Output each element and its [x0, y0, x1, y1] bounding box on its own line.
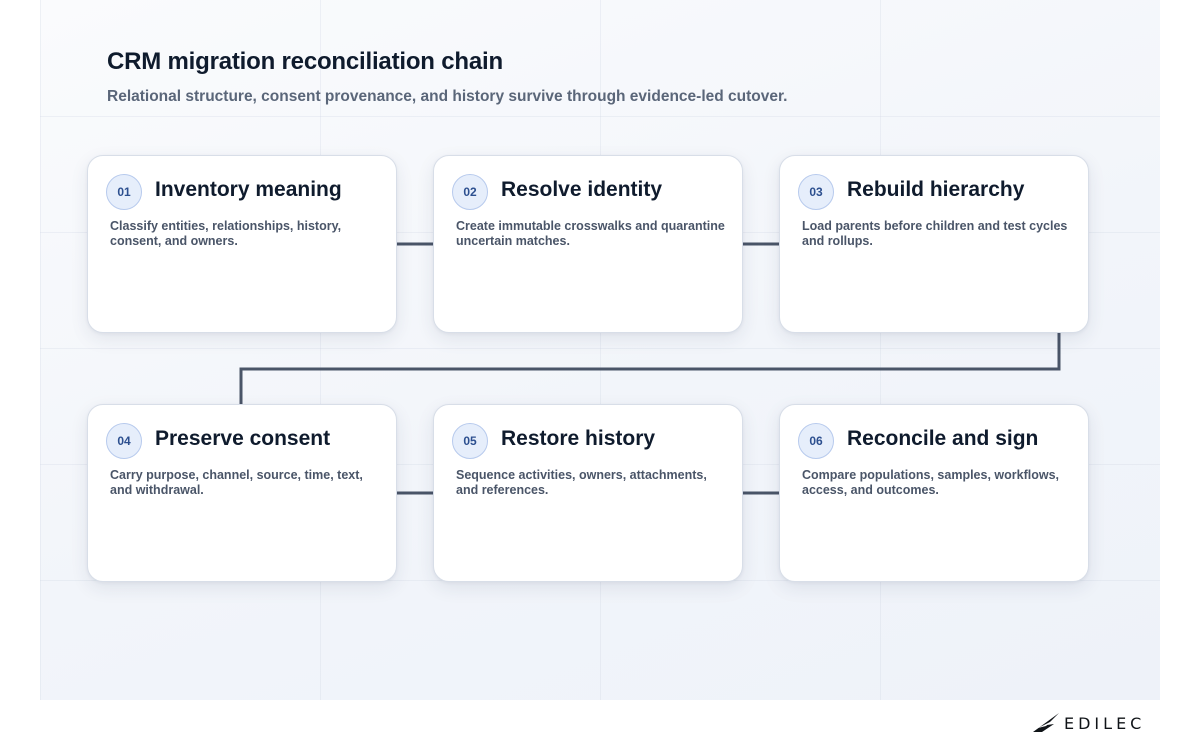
step-card-05: 05 Restore history Sequence activities, …: [433, 404, 743, 582]
step-card-04: 04 Preserve consent Carry purpose, chann…: [87, 404, 397, 582]
step-number-badge: 03: [798, 174, 834, 210]
diagram-subtitle: Relational structure, consent provenance…: [107, 88, 788, 105]
step-card-02: 02 Resolve identity Create immutable cro…: [433, 155, 743, 333]
brand-logo: EDILEC: [1032, 711, 1145, 735]
step-title: Inventory meaning: [155, 178, 342, 201]
step-number-badge: 01: [106, 174, 142, 210]
step-description: Load parents before children and test cy…: [802, 219, 1068, 248]
grid-line: [40, 116, 1160, 117]
step-title: Rebuild hierarchy: [847, 178, 1025, 201]
step-number-badge: 06: [798, 423, 834, 459]
grid-line: [40, 348, 1160, 349]
wing-logo-icon: [1033, 713, 1059, 732]
step-title: Resolve identity: [501, 178, 663, 201]
brand-name: EDILEC: [1064, 713, 1146, 733]
step-description: Carry purpose, channel, source, time, te…: [110, 468, 363, 497]
step-number-badge: 02: [452, 174, 488, 210]
diagram-title: CRM migration reconciliation chain: [107, 48, 503, 75]
step-title: Reconcile and sign: [847, 427, 1039, 450]
step-description: Create immutable crosswalks and quaranti…: [456, 219, 725, 248]
step-description: Sequence activities, owners, attachments…: [456, 468, 707, 497]
step-card-01: 01 Inventory meaning Classify entities, …: [87, 155, 397, 333]
step-description: Classify entities, relationships, histor…: [110, 219, 342, 248]
step-number-badge: 05: [452, 423, 488, 459]
step-card-03: 03 Rebuild hierarchy Load parents before…: [779, 155, 1089, 333]
step-title: Preserve consent: [155, 427, 331, 450]
step-description: Compare populations, samples, workflows,…: [802, 468, 1059, 497]
grid-line: [40, 0, 41, 700]
step-number-badge: 04: [106, 423, 142, 459]
grid-line: [880, 0, 881, 700]
step-title: Restore history: [501, 427, 656, 450]
step-card-06: 06 Reconcile and sign Compare population…: [779, 404, 1089, 582]
